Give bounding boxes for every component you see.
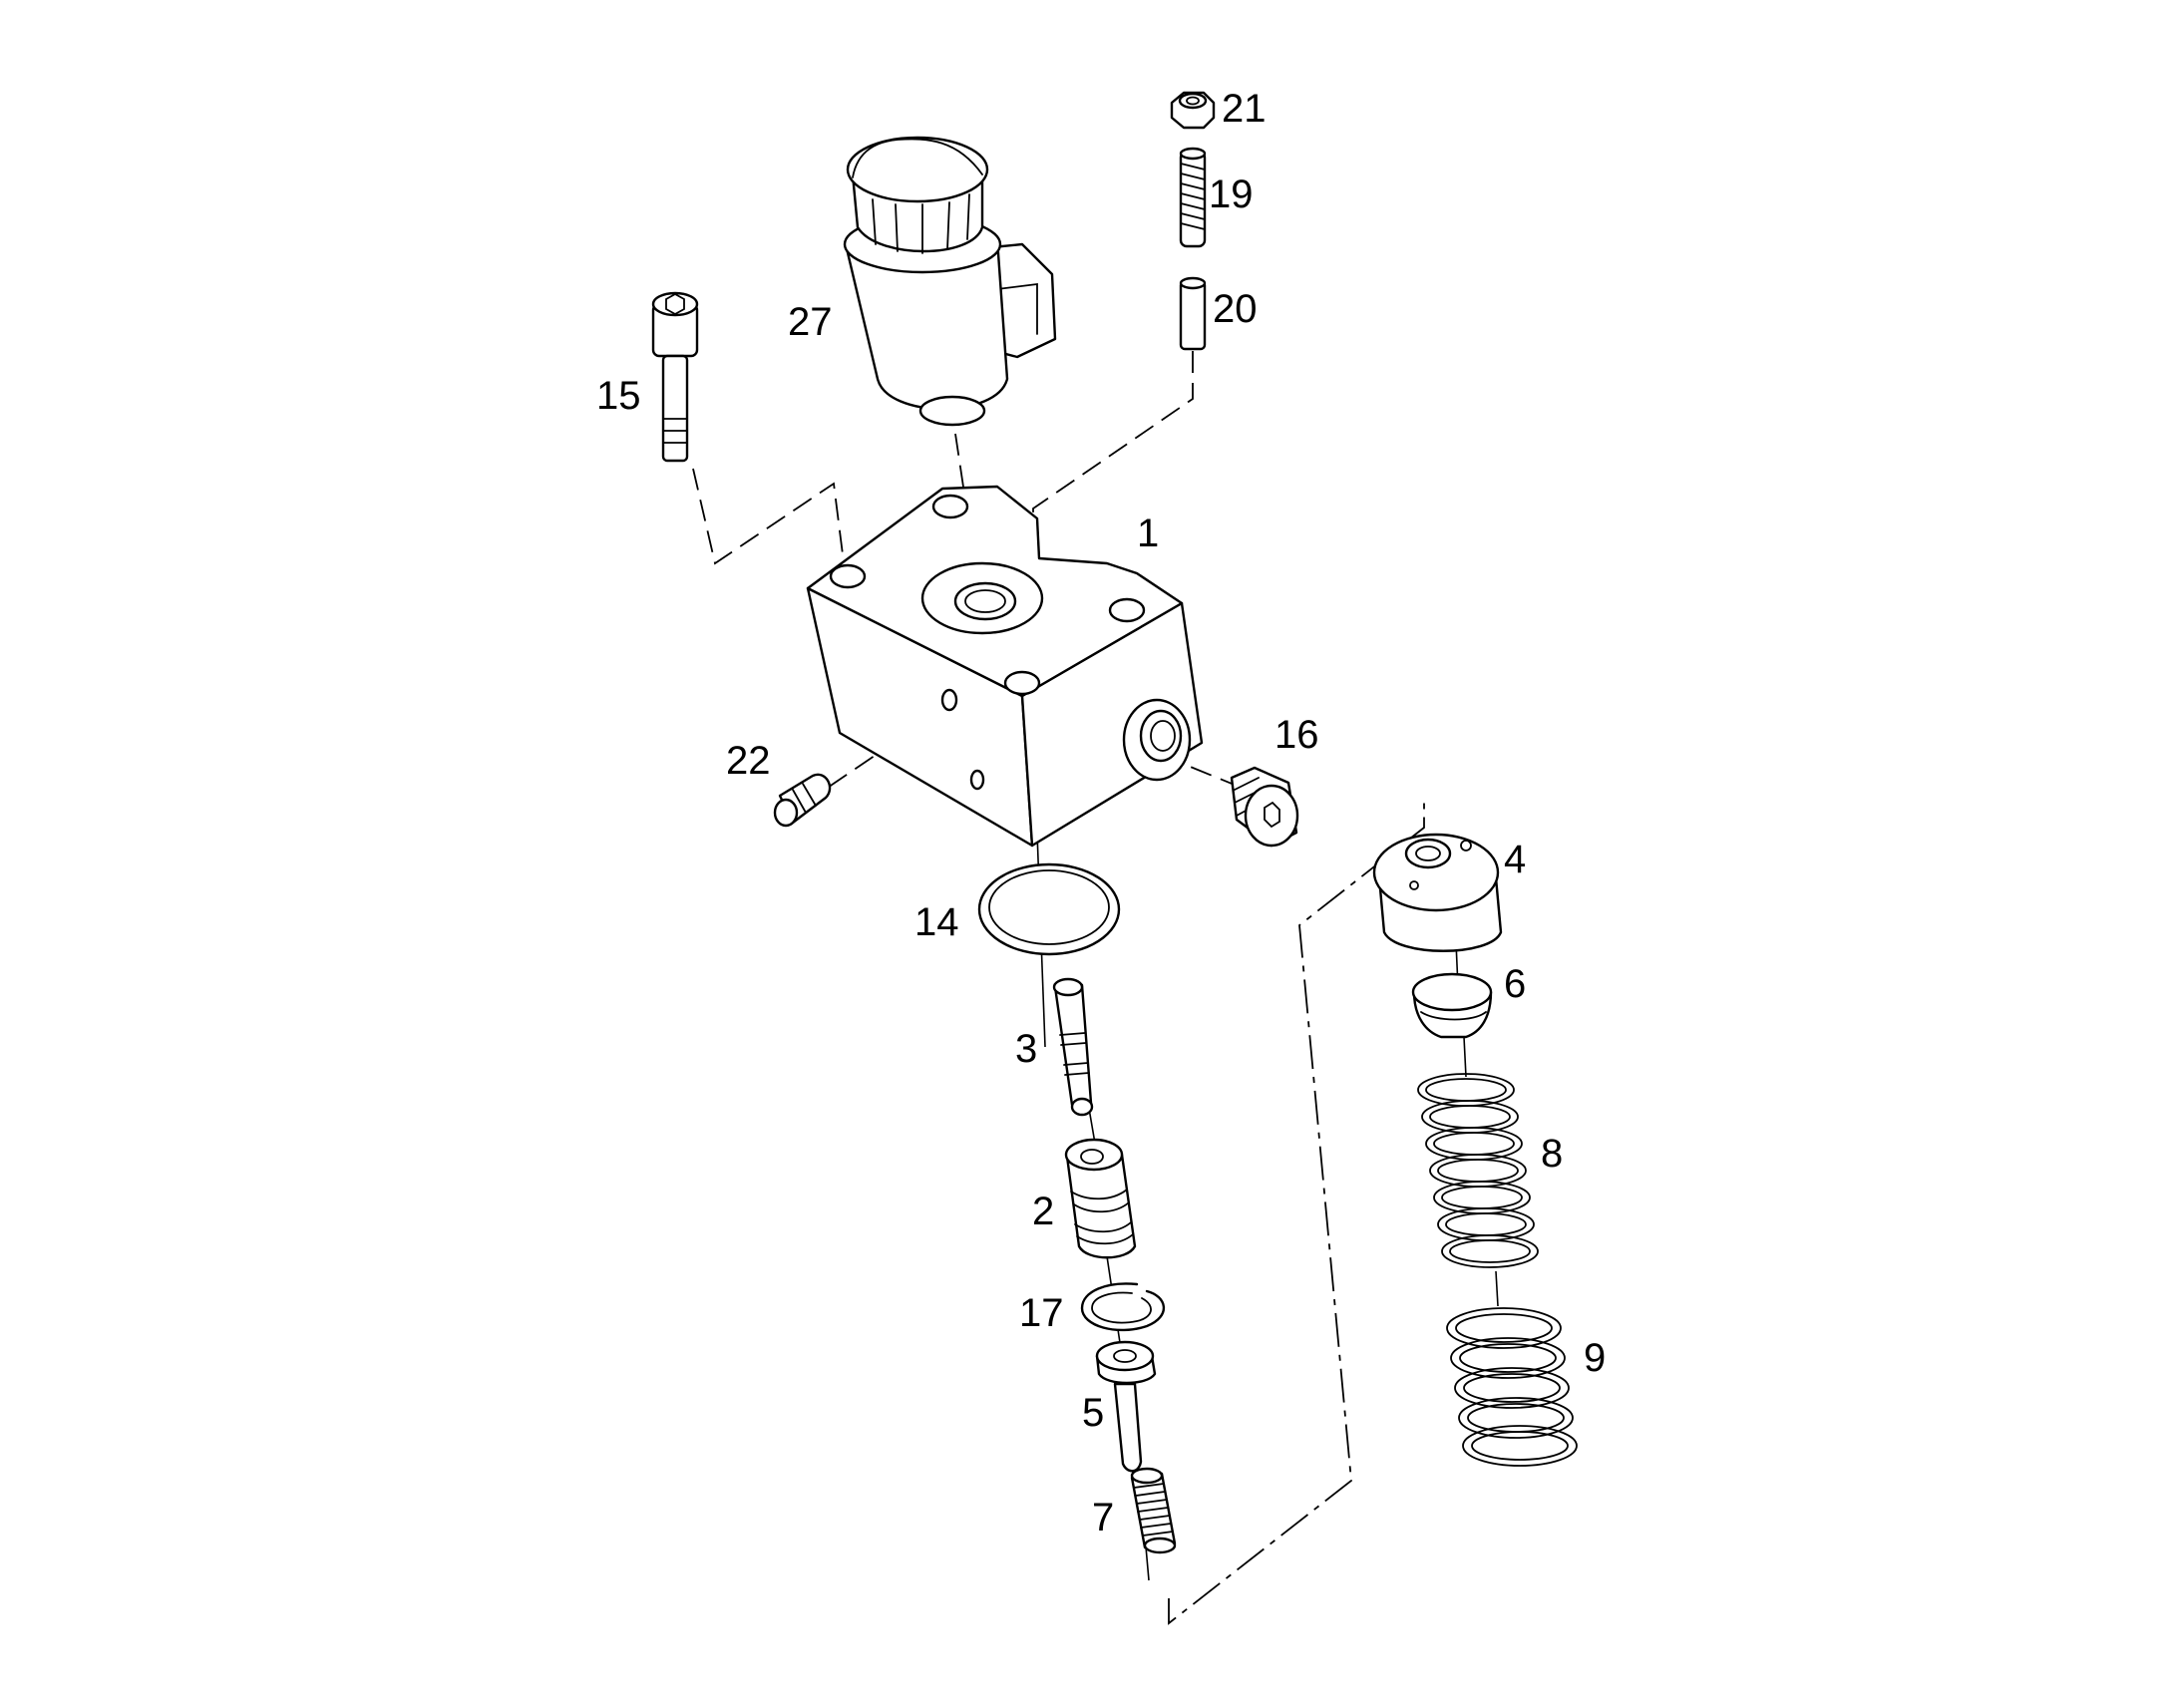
callout-8: 8: [1541, 1132, 1563, 1176]
callout-1: 1: [1137, 512, 1159, 555]
part-17-retaining-ring: [1080, 1282, 1166, 1332]
part-20-pin: [1179, 276, 1207, 351]
part-27-solenoid-coil: [843, 136, 1057, 427]
part-15-cap-screw: [651, 291, 699, 463]
callout-22: 22: [726, 739, 771, 783]
part-19-threaded-stud: [1179, 147, 1207, 248]
part-8-spring: [1417, 1073, 1539, 1268]
callout-20: 20: [1213, 287, 1258, 331]
callout-27: 27: [788, 300, 833, 344]
part-7-spring: [1130, 1467, 1177, 1554]
part-5-poppet: [1095, 1340, 1157, 1473]
callout-5: 5: [1082, 1391, 1104, 1435]
callout-14: 14: [914, 900, 959, 944]
part-2-sleeve: [1064, 1138, 1137, 1259]
callout-17: 17: [1019, 1291, 1064, 1335]
part-6-valve-seat: [1411, 972, 1493, 1039]
part-22-plug: [773, 773, 832, 828]
callout-19: 19: [1209, 172, 1254, 216]
part-9-spring: [1446, 1307, 1578, 1467]
callout-3: 3: [1015, 1027, 1037, 1071]
callout-4: 4: [1504, 838, 1526, 881]
part-21-nut: [1170, 91, 1216, 130]
part-3-spool: [1052, 977, 1094, 1117]
part-4-spring-cap: [1372, 833, 1503, 952]
part-16-screw-plug: [1230, 766, 1299, 848]
callout-15: 15: [596, 374, 641, 418]
callout-9: 9: [1584, 1336, 1606, 1380]
part-14-o-ring: [977, 862, 1121, 956]
callout-16: 16: [1274, 713, 1319, 757]
callout-6: 6: [1504, 962, 1526, 1006]
callout-21: 21: [1222, 87, 1267, 131]
callout-2: 2: [1032, 1190, 1054, 1233]
part-1-valve-body: [806, 485, 1204, 848]
callout-7: 7: [1092, 1496, 1114, 1539]
